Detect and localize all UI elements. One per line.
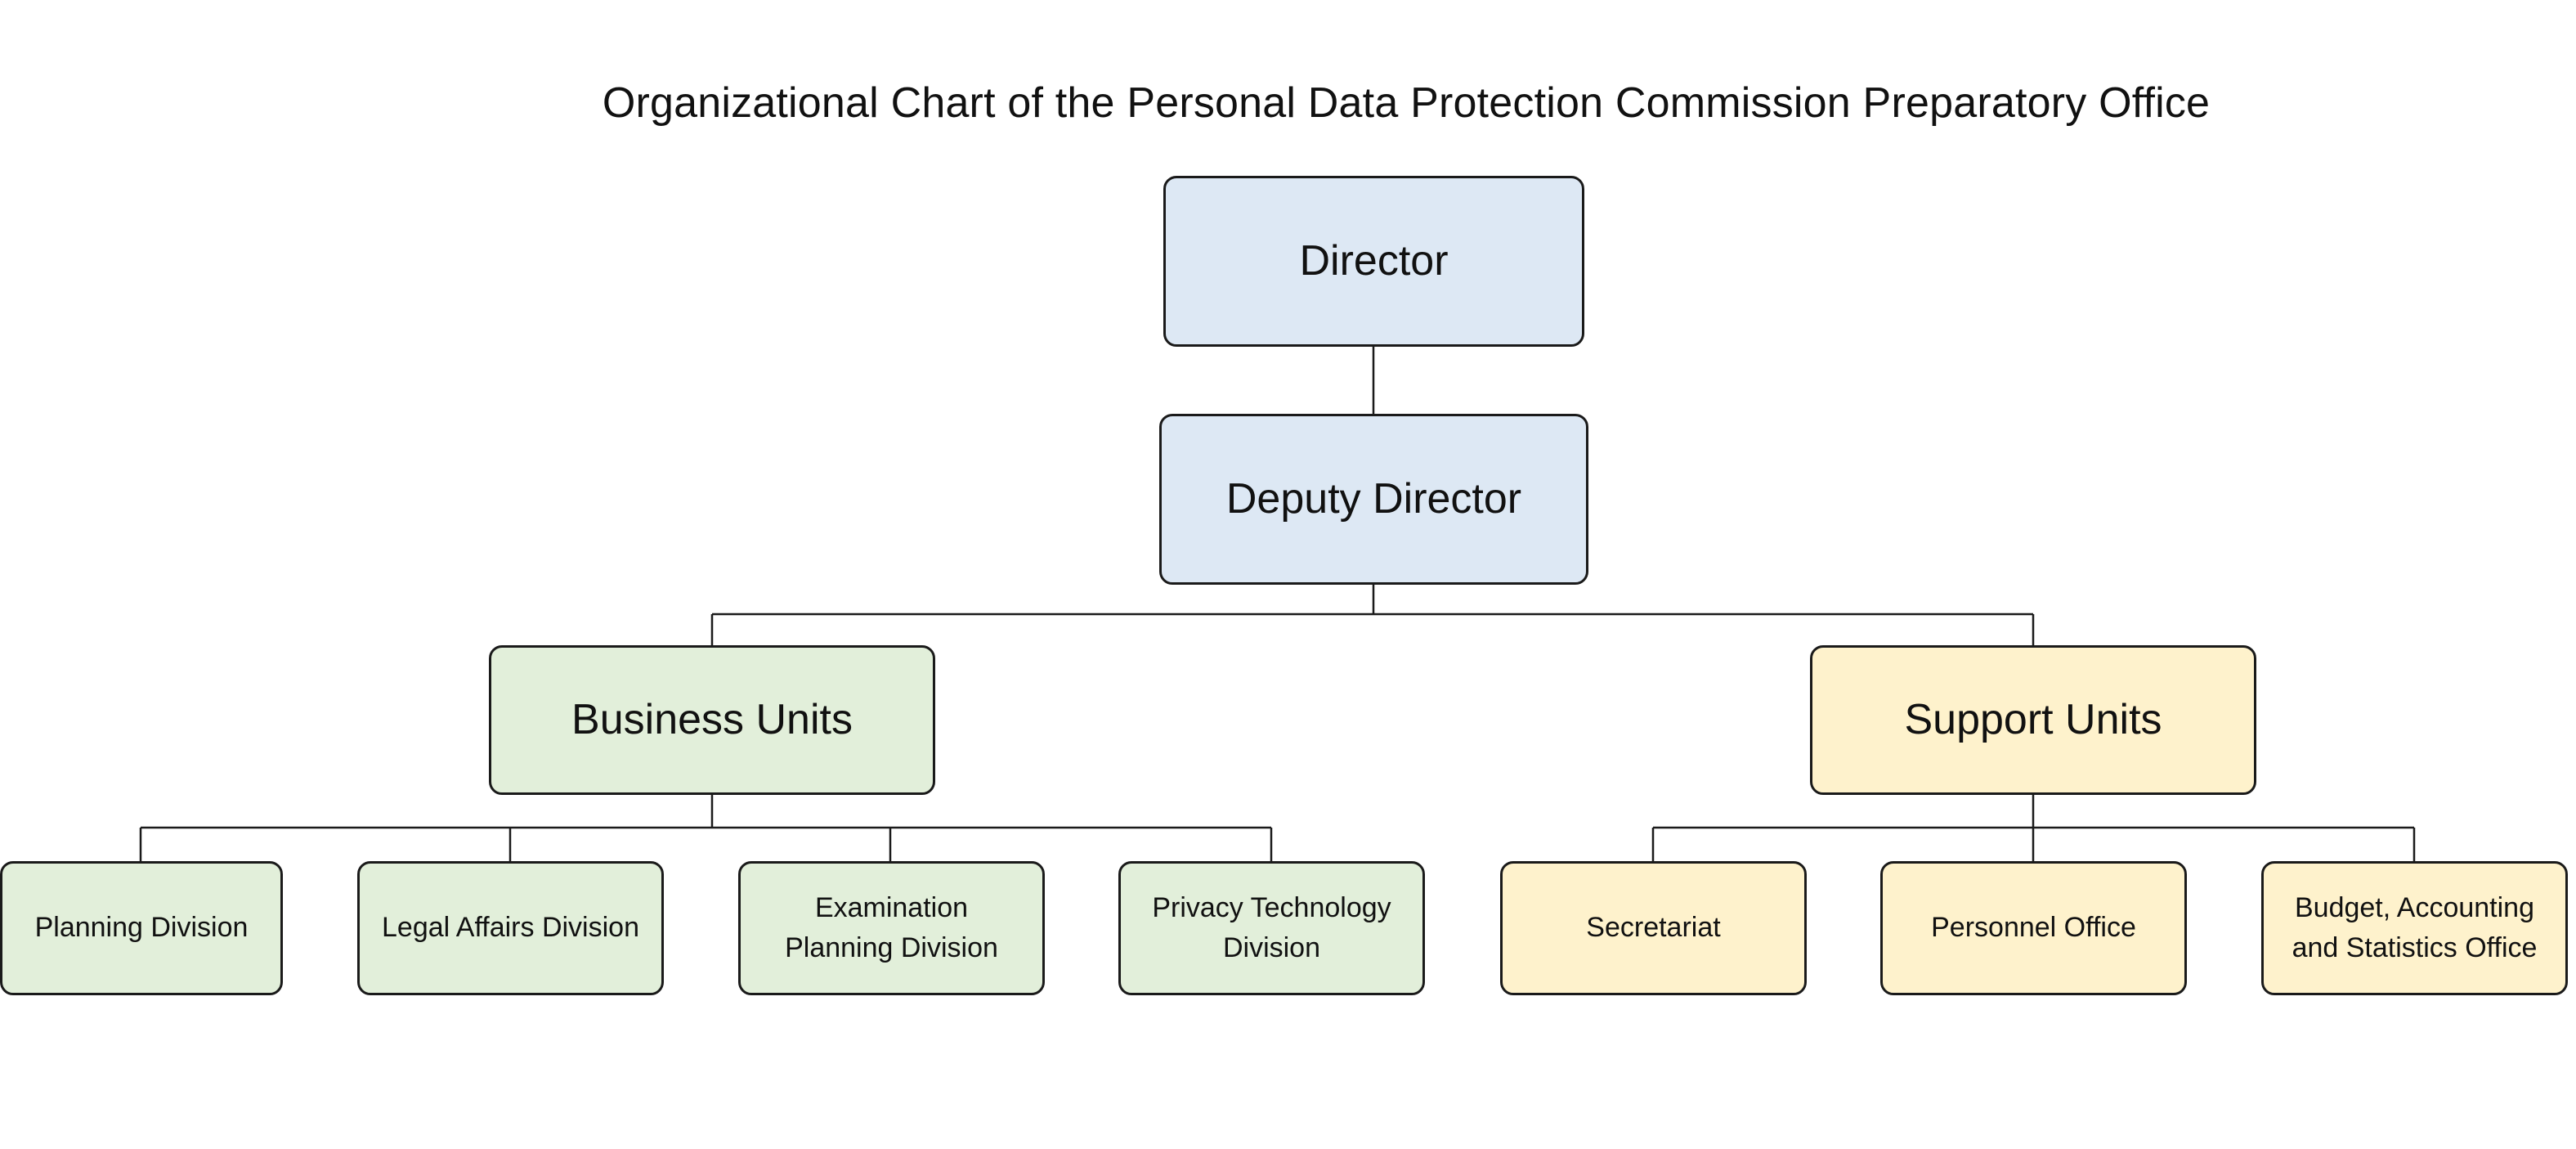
- division-label: Privacy Technology Division: [1152, 891, 1391, 963]
- support-units-label: Support Units: [1904, 695, 2162, 743]
- director-box: Director: [1163, 176, 1584, 347]
- office-label: Budget, Accounting and Statistics Office: [2292, 891, 2538, 963]
- office-box-budget-accounting-statistics: Budget, Accounting and Statistics Office: [2261, 861, 2568, 995]
- deputy-director-label: Deputy Director: [1225, 474, 1522, 523]
- director-label: Director: [1299, 236, 1449, 285]
- division-box-privacy-technology: Privacy Technology Division: [1118, 861, 1425, 995]
- division-box-legal-affairs: Legal Affairs Division: [357, 861, 664, 995]
- support-units-box: Support Units: [1810, 645, 2256, 795]
- chart-title: Organizational Chart of the Personal Dat…: [602, 79, 2211, 127]
- division-box-examination-planning: Examination Planning Division: [738, 861, 1045, 995]
- division-label: Legal Affairs Division: [382, 912, 639, 944]
- division-box-planning: Planning Division: [0, 861, 283, 995]
- division-label: Examination Planning Division: [785, 891, 998, 963]
- business-units-box: Business Units: [489, 645, 935, 795]
- office-box-personnel: Personnel Office: [1880, 861, 2187, 995]
- business-units-label: Business Units: [571, 695, 853, 743]
- deputy-director-box: Deputy Director: [1159, 414, 1588, 585]
- office-box-secretariat: Secretariat: [1500, 861, 1807, 995]
- office-label: Secretariat: [1586, 912, 1721, 944]
- office-label: Personnel Office: [1931, 912, 2136, 944]
- division-label: Planning Division: [34, 912, 249, 944]
